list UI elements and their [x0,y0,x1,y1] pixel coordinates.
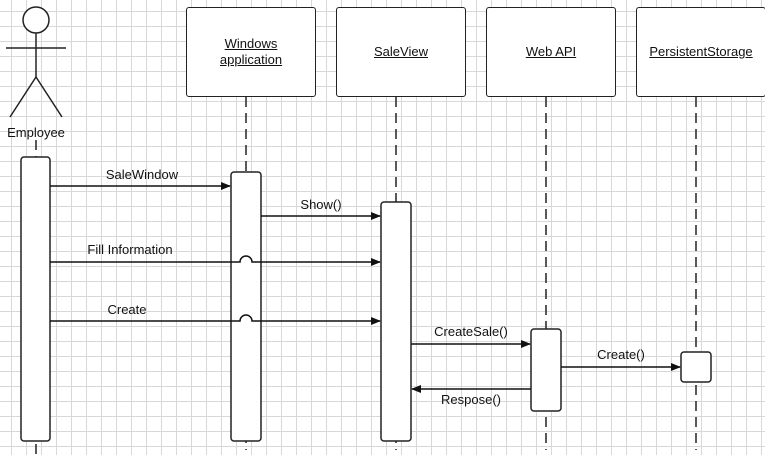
message-label-show: Show() [300,197,342,212]
participant-label: Windows [224,36,278,51]
participant-web-api: Web API [486,7,616,97]
create-arrow [50,314,381,325]
message-label-fill-information: Fill Information [87,242,173,257]
fill-information-arrow [50,255,381,266]
employee-activation [20,156,51,442]
participant-persistent-storage: PersistentStorage [636,7,765,97]
participant-saleview: SaleView [336,7,466,97]
storage-activation [680,351,712,383]
windows-activation [230,171,262,442]
actor-label: Employee [7,125,65,140]
message-label-respose: Respose() [441,392,501,407]
participant-label: Web API [525,44,577,59]
participant-windows-application: Windows application [186,7,316,97]
actor-figure [6,6,66,118]
message-label-salewindow: SaleWindow [105,167,179,182]
saleview-activation [380,201,412,442]
participant-label: application [219,52,283,67]
message-label-createsale: CreateSale() [434,324,508,339]
message-label-create-storage: Create() [597,347,645,362]
participant-label: PersistentStorage [649,44,753,59]
participant-label: SaleView [374,44,428,59]
webapi-activation [530,328,562,412]
message-label-create: Create [107,302,147,317]
